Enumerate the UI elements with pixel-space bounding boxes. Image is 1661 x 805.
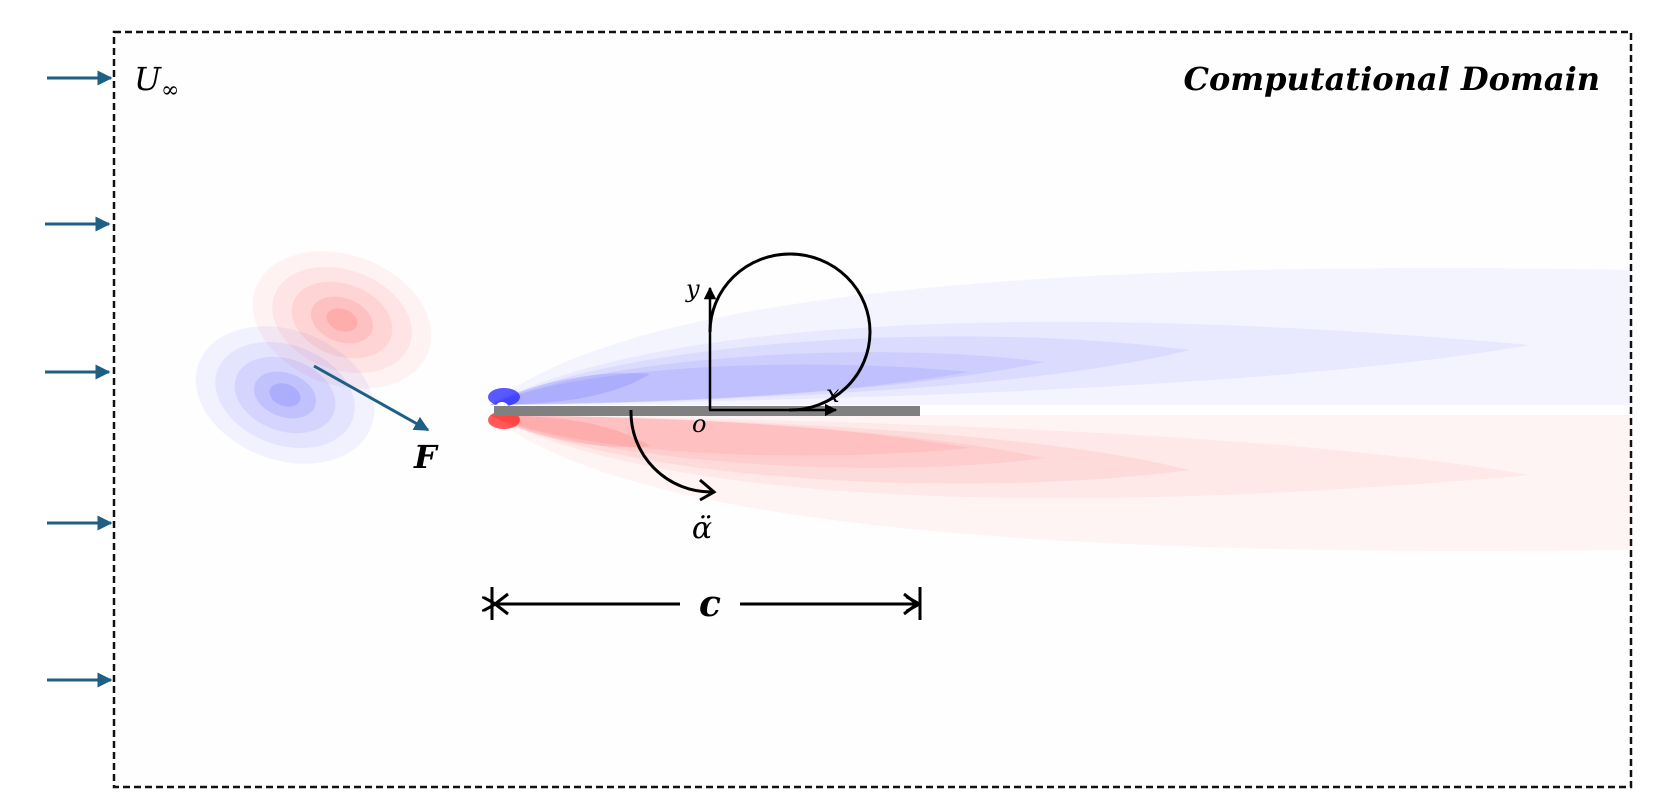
rotation-arc (629, 252, 872, 494)
vortex-positive (252, 251, 432, 389)
angular-acceleration-label: α̈ (692, 511, 712, 546)
chord-dimension (492, 587, 922, 620)
freestream-subscript: ∞ (161, 78, 179, 103)
wake-lower-positive-vorticity (488, 411, 1631, 552)
freestream-velocity-label: U∞ (134, 60, 179, 103)
chord-label: c (699, 583, 721, 625)
flat-plate (494, 406, 920, 416)
x-axis-label: x (826, 380, 840, 408)
rotation-arc-head (699, 478, 717, 502)
inflow-arrows (45, 70, 113, 688)
origin-label: o (692, 410, 706, 438)
chord-arrow-right-head (903, 592, 920, 616)
y-axis-label: y (685, 275, 700, 303)
domain-title: Computational Domain (1183, 60, 1600, 98)
vortex-negative (195, 326, 375, 464)
wake-upper-negative-vorticity (488, 268, 1631, 406)
chord-arrow-left-head (492, 592, 509, 616)
force-arrow (313, 364, 430, 432)
force-label: F (413, 438, 439, 476)
